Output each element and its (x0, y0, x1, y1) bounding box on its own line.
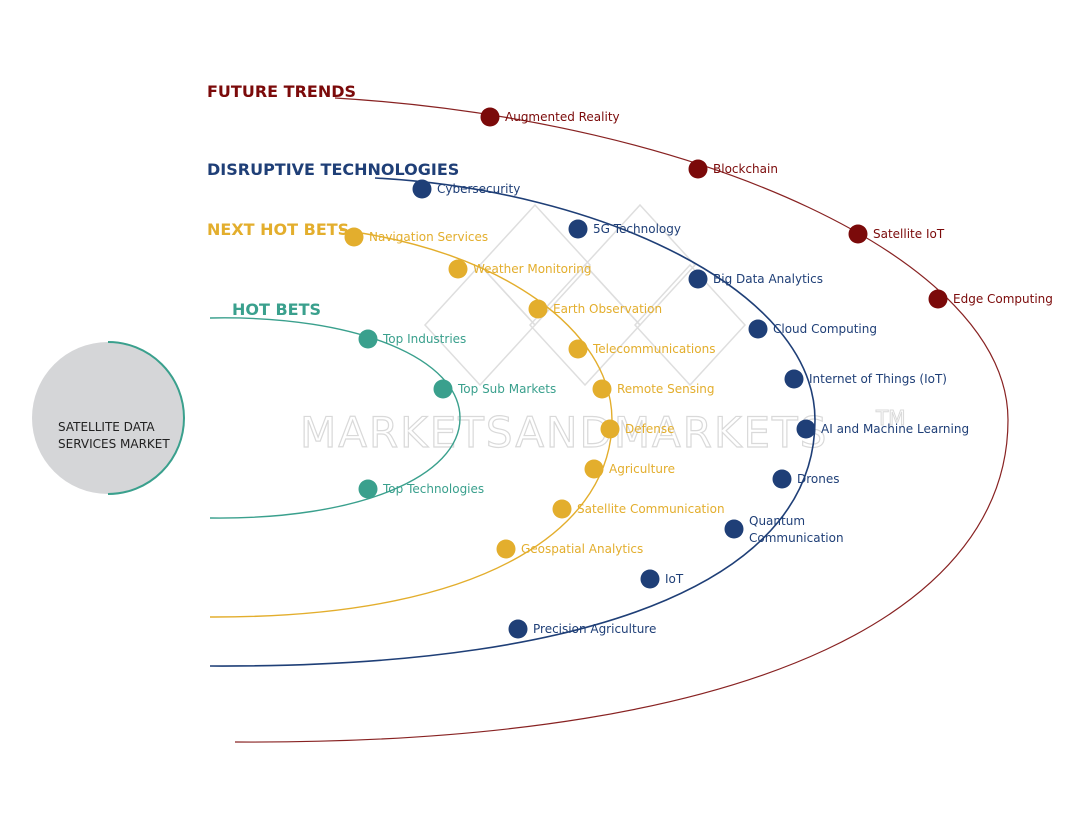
node-label: Navigation Services (369, 230, 488, 244)
node-label: Defense (625, 422, 674, 436)
watermark: MARKETSANDMARKETS TM (299, 203, 906, 458)
watermark-logo-diamonds (423, 203, 747, 387)
center-market-circle: SATELLITE DATA SERVICES MARKET (32, 341, 185, 495)
node-top-sub-markets: Top Sub Markets (433, 379, 556, 399)
node-dot (568, 339, 588, 359)
node-5g-technology: 5G Technology (568, 219, 681, 239)
node-dot (412, 179, 432, 199)
center-title-line1: SATELLITE DATA (58, 420, 155, 434)
node-label: 5G Technology (593, 222, 681, 236)
node-label: Telecommunications (592, 342, 715, 356)
node-precision-agriculture: Precision Agriculture (508, 619, 656, 639)
disruptive-technologies-title: DISRUPTIVE TECHNOLOGIES (207, 160, 459, 179)
node-label: Satellite IoT (873, 227, 945, 241)
node-augmented-reality: Augmented Reality (480, 107, 620, 127)
node-label: Cloud Computing (773, 322, 877, 336)
node-label: Augmented Reality (505, 110, 620, 124)
node-telecommunications: Telecommunications (568, 339, 715, 359)
node-label: Edge Computing (953, 292, 1053, 306)
node-dot (584, 459, 604, 479)
node-dot (358, 479, 378, 499)
node-label: Cybersecurity (437, 182, 520, 196)
node-dot (784, 369, 804, 389)
node-dot (796, 419, 816, 439)
node-dot (568, 219, 588, 239)
node-blockchain: Blockchain (688, 159, 778, 179)
node-dot (592, 379, 612, 399)
node-dot (724, 519, 744, 539)
node-iot: IoT (640, 569, 684, 589)
node-dot (688, 269, 708, 289)
node-cybersecurity: Cybersecurity (412, 179, 520, 199)
node-ai-and-machine-learning: AI and Machine Learning (796, 419, 969, 439)
node-dot (496, 539, 516, 559)
node-dot (358, 329, 378, 349)
node-dot (433, 379, 453, 399)
node-label: Top Industries (382, 332, 466, 346)
node-dot (508, 619, 528, 639)
node-dot (552, 499, 572, 519)
node-drones: Drones (772, 469, 840, 489)
node-label: Earth Observation (553, 302, 662, 316)
node-dot (480, 107, 500, 127)
node-dot (640, 569, 660, 589)
node-geospatial-analytics: Geospatial Analytics (496, 539, 643, 559)
node-label: Satellite Communication (577, 502, 725, 516)
node-weather-monitoring: Weather Monitoring (448, 259, 592, 279)
node-earth-observation: Earth Observation (528, 299, 662, 319)
node-dot (688, 159, 708, 179)
node-label: Top Technologies (382, 482, 484, 496)
node-top-technologies: Top Technologies (358, 479, 484, 499)
node-label: Geospatial Analytics (521, 542, 643, 556)
node-top-industries: Top Industries (358, 329, 466, 349)
node-label: Remote Sensing (617, 382, 715, 396)
center-title-line2: SERVICES MARKET (58, 437, 170, 451)
node-dot (748, 319, 768, 339)
node-label: IoT (665, 572, 684, 586)
node-label: Agriculture (609, 462, 675, 476)
node-dot (344, 227, 364, 247)
node-dot (528, 299, 548, 319)
watermark-tm: TM (875, 406, 905, 430)
node-label: Internet of Things (IoT) (809, 372, 947, 386)
node-dot (448, 259, 468, 279)
next-hot-bets-title: NEXT HOT BETS (207, 220, 349, 239)
node-label: Blockchain (713, 162, 778, 176)
node-dot (848, 224, 868, 244)
node-satellite-communication: Satellite Communication (552, 499, 725, 519)
node-dot (928, 289, 948, 309)
node-defense: Defense (600, 419, 674, 439)
node-cloud-computing: Cloud Computing (748, 319, 877, 339)
node-big-data-analytics: Big Data Analytics (688, 269, 823, 289)
node-satellite-iot: Satellite IoT (848, 224, 945, 244)
future-trends-title: FUTURE TRENDS (207, 82, 356, 101)
node-label: Top Sub Markets (457, 382, 556, 396)
node-internet-of-things-iot: Internet of Things (IoT) (784, 369, 947, 389)
node-label: Drones (797, 472, 840, 486)
node-label: Precision Agriculture (533, 622, 656, 636)
node-edge-computing: Edge Computing (928, 289, 1053, 309)
node-label: Big Data Analytics (713, 272, 823, 286)
node-remote-sensing: Remote Sensing (592, 379, 715, 399)
node-dot (772, 469, 792, 489)
node-label: Weather Monitoring (473, 262, 592, 276)
hot-bets-arc (209, 317, 461, 519)
hot-bets-title: HOT BETS (232, 300, 321, 319)
node-navigation-services: Navigation Services (344, 227, 488, 247)
node-dot (600, 419, 620, 439)
node-agriculture: Agriculture (584, 459, 675, 479)
future-trends-arc (234, 97, 1009, 743)
watermark-text: MARKETSANDMARKETS (300, 408, 828, 457)
node-label: AI and Machine Learning (821, 422, 969, 436)
